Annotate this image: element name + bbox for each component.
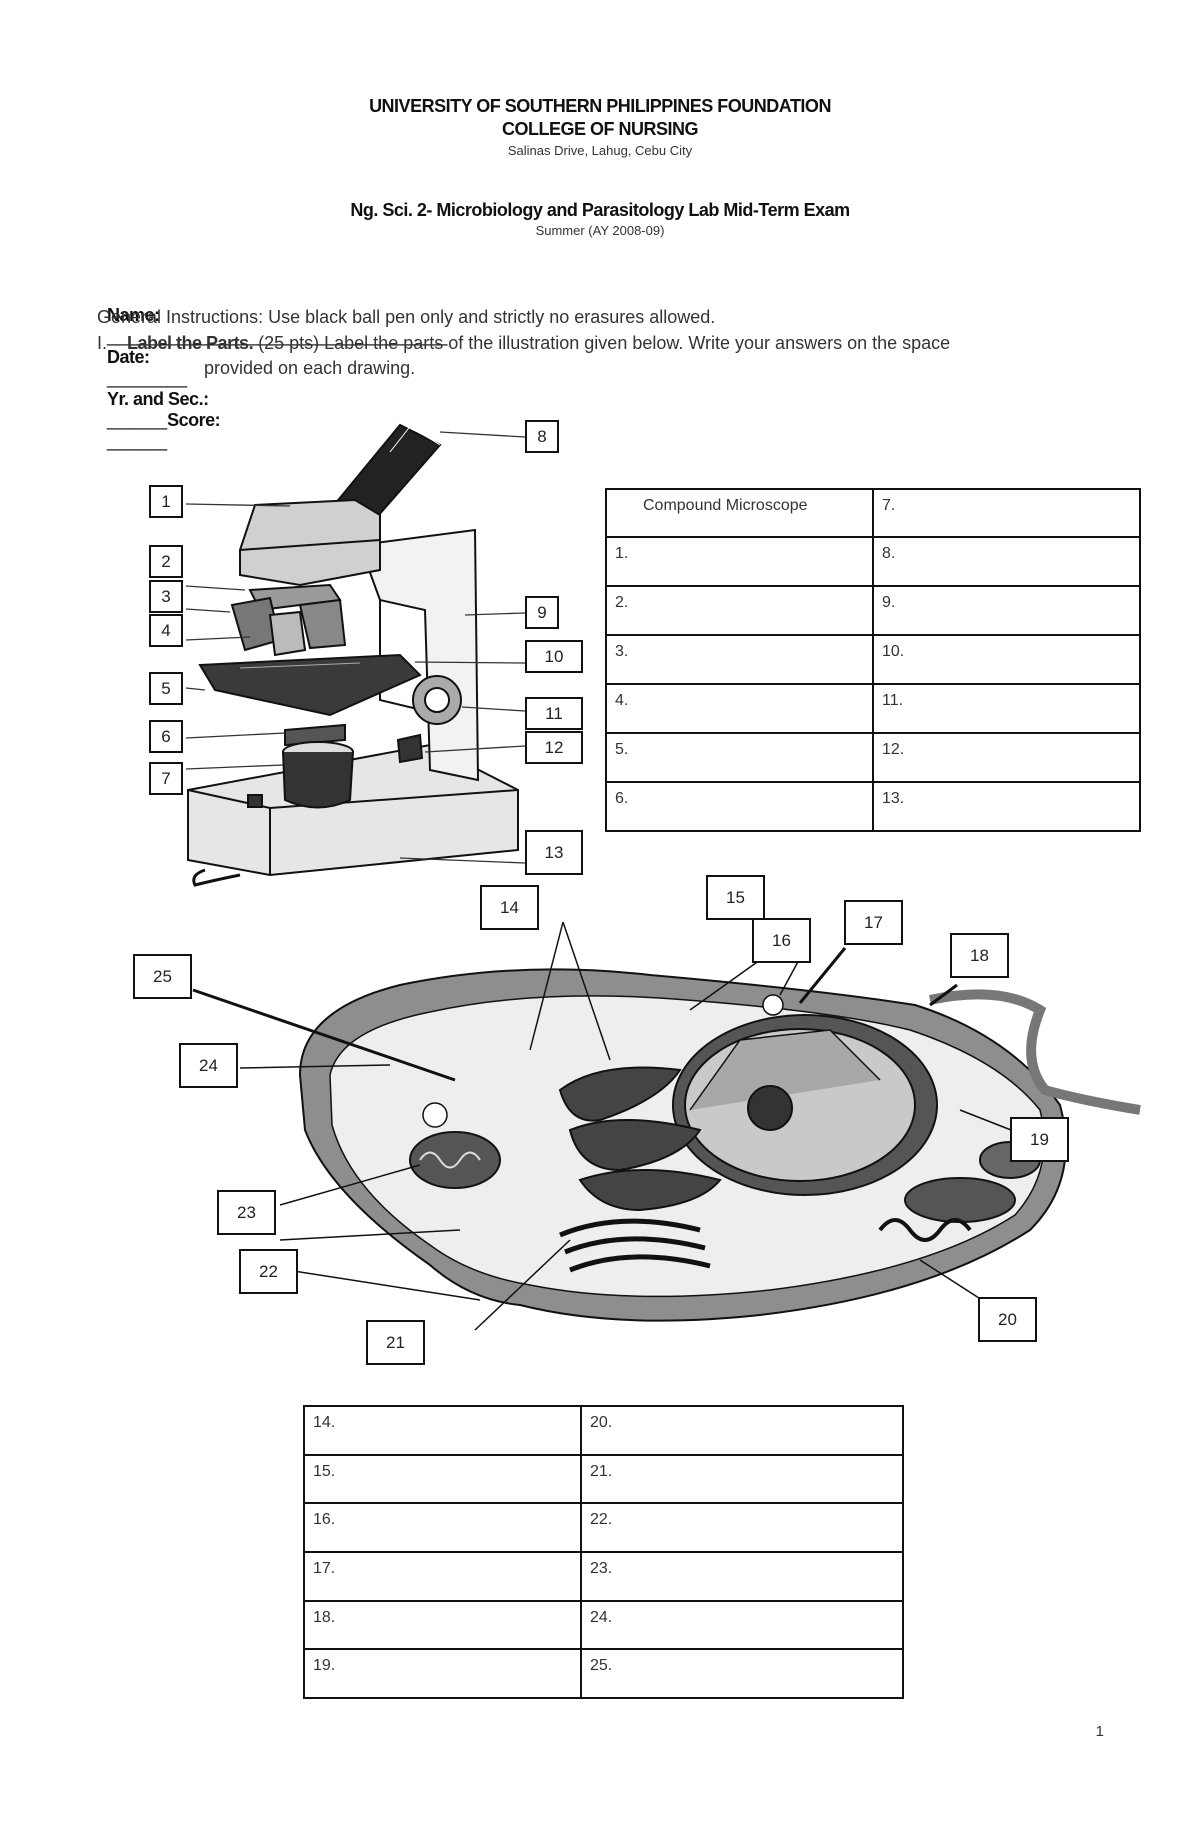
answer-cell-5[interactable]: 5.: [605, 732, 874, 783]
term: Summer (AY 2008-09): [535, 223, 665, 238]
answer-cell-21[interactable]: 21.: [580, 1454, 904, 1504]
answer-cell-3[interactable]: 3.: [605, 634, 874, 685]
cell-answer-table: 14. 20. 15. 21. 16. 22. 17. 23. 18. 24. …: [303, 1405, 904, 1699]
cell-label-18: 18: [950, 933, 1009, 978]
cell-label-14: 14: [480, 885, 539, 930]
microscope-label-12: 12: [525, 731, 583, 764]
item-instruction: I. Label the Parts. (25 pts) Label the p…: [97, 333, 950, 354]
microscope-label-1: 1: [149, 485, 183, 518]
microscope-label-4: 4: [149, 614, 183, 647]
answer-cell-7[interactable]: 7.: [872, 488, 1141, 538]
general-instructions: General Instructions: Use black ball pen…: [97, 307, 716, 327]
answer-cell-25[interactable]: 25.: [580, 1648, 904, 1699]
cell-leader-lines: [192, 921, 1012, 1331]
cell-label-16: 16: [752, 918, 811, 963]
answer-cell-23[interactable]: 23.: [580, 1551, 904, 1602]
yr-sec-blank[interactable]: ______: [107, 410, 168, 430]
page-number: 1: [1095, 1723, 1104, 1740]
answer-cell-19[interactable]: 19.: [303, 1648, 582, 1699]
item-title: Label the Parts.: [127, 333, 254, 353]
cell-label-22: 22: [239, 1249, 298, 1294]
item-number: I.: [97, 333, 108, 353]
answer-cell-14[interactable]: 14.: [303, 1405, 582, 1456]
answer-cell-4[interactable]: 4.: [605, 683, 874, 734]
cell-label-21: 21: [366, 1320, 425, 1365]
answer-cell-6[interactable]: 6.: [605, 781, 874, 832]
cell-label-20: 20: [978, 1297, 1037, 1342]
name-label: Name:: [107, 305, 160, 325]
cell-label-23: 23: [217, 1190, 276, 1235]
answer-cell-10[interactable]: 10.: [872, 634, 1141, 685]
answer-cell-24[interactable]: 24.: [580, 1600, 904, 1650]
cell-label-25: 25: [133, 954, 192, 999]
answer-cell-20[interactable]: 20.: [580, 1405, 904, 1456]
course-title: Ng. Sci. 2- Microbiology and Parasitolog…: [350, 200, 850, 220]
microscope-label-6: 6: [149, 720, 183, 753]
answer-cell-11[interactable]: 11.: [872, 683, 1141, 734]
answer-cell-8[interactable]: 8.: [872, 536, 1141, 587]
date-blank[interactable]: ________: [107, 368, 188, 388]
name-blank[interactable]: __________________________________: [107, 326, 448, 346]
cell-drawing: [298, 968, 1141, 1322]
university-name: UNIVERSITY OF SOUTHERN PHILIPPINES FOUND…: [369, 96, 831, 116]
answer-cell-18[interactable]: 18.: [303, 1600, 582, 1650]
cell-label-15: 15: [706, 875, 765, 920]
answer-cell-22[interactable]: 22.: [580, 1502, 904, 1553]
microscope-label-9: 9: [525, 596, 559, 629]
score-blank[interactable]: ______: [107, 431, 168, 451]
microscope-leader-lines: [185, 431, 526, 864]
microscope-label-2: 2: [149, 545, 183, 578]
microscope-label-3: 3: [149, 580, 183, 613]
answer-cell-12[interactable]: 12.: [872, 732, 1141, 783]
cell-label-19: 19: [1010, 1117, 1069, 1162]
item-points: (25 pts): [258, 333, 320, 353]
student-info-line: Name: __________________________________…: [97, 284, 447, 452]
microscope-label-13: 13: [525, 830, 583, 875]
cell-label-17: 17: [844, 900, 903, 945]
cell-label-24: 24: [179, 1043, 238, 1088]
answer-cell-2[interactable]: 2.: [605, 585, 874, 636]
answer-cell-15[interactable]: 15.: [303, 1454, 582, 1504]
date-label: Date:: [107, 347, 150, 367]
microscope-drawing: [187, 419, 519, 887]
answer-cell-1[interactable]: 1.: [605, 536, 874, 587]
item-text: Label the parts of the illustration give…: [324, 333, 951, 353]
microscope-label-8: 8: [525, 420, 559, 453]
microscope-answer-table: Compound Microscope 7. 1. 8. 2. 9. 3. 10…: [605, 488, 1141, 832]
answer-cell-17[interactable]: 17.: [303, 1551, 582, 1602]
score-label: Score:: [167, 410, 221, 430]
answer-cell-9[interactable]: 9.: [872, 585, 1141, 636]
answer-cell-16[interactable]: 16.: [303, 1502, 582, 1553]
microscope-label-7: 7: [149, 762, 183, 795]
microscope-label-11: 11: [525, 697, 583, 730]
yr-sec-label: Yr. and Sec.:: [107, 389, 209, 409]
microscope-table-header: Compound Microscope: [605, 488, 874, 538]
answer-cell-13[interactable]: 13.: [872, 781, 1141, 832]
college-name: COLLEGE OF NURSING: [501, 119, 699, 139]
microscope-label-5: 5: [149, 672, 183, 705]
item-instruction-cont: provided on each drawing.: [204, 358, 416, 378]
microscope-label-10: 10: [525, 640, 583, 673]
address: Salinas Drive, Lahug, Cebu City: [507, 143, 693, 158]
